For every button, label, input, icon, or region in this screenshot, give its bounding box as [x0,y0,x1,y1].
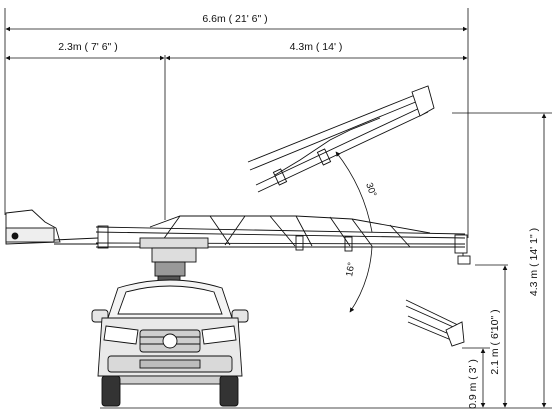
section-length-dimensions [5,55,468,220]
rear-length-label: 2.3m ( 7' 6" ) [58,41,117,53]
level-height-label: 2.1 m ( 6'10" ) [489,309,501,374]
crane-arm-raised [247,85,435,193]
total-length-dimension [4,8,469,238]
angle-up-label: 30° [363,181,378,198]
counterweight-platform [5,209,99,245]
angle-down-label: 16° [344,261,357,277]
max-height-label: 4.3 m ( 14' 1" ) [528,228,540,296]
min-height-label: 0.9 m ( 3' ) [467,359,479,409]
height-dimensions [100,112,552,409]
front-length-label: 4.3m ( 14' ) [290,41,343,53]
vehicle-front-view [91,279,249,407]
total-length-label: 6.6m ( 21' 6" ) [202,13,267,25]
angle-arcs [335,151,373,313]
crane-arm-lowered [405,299,465,347]
tower-mount [139,237,209,285]
